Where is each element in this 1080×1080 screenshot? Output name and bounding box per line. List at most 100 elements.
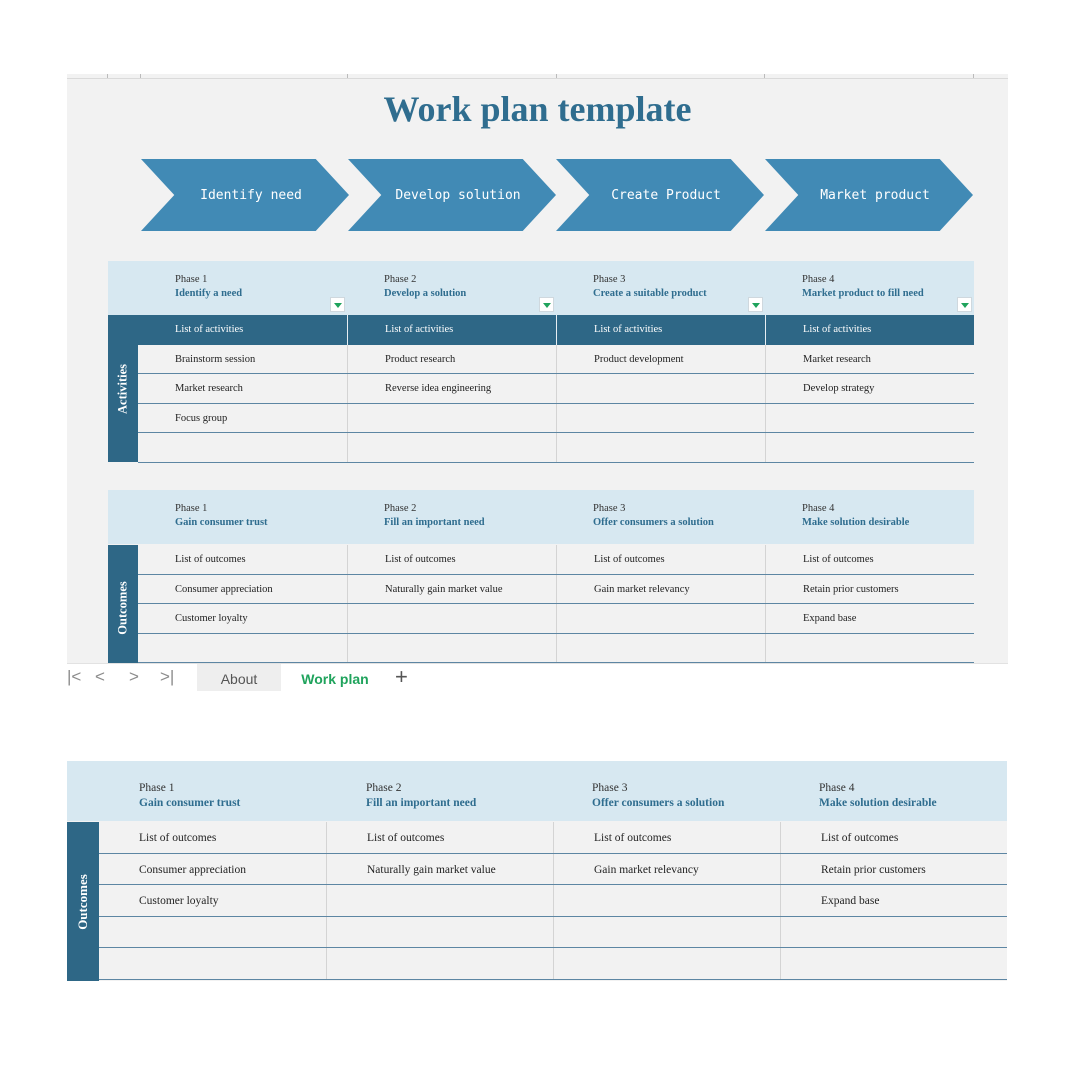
phase-number: Phase 3 (592, 782, 628, 794)
table-cell[interactable] (138, 433, 347, 462)
phase-header-3: Phase 3 Offer consumers a solution (592, 761, 782, 821)
table-cell[interactable]: Customer loyalty (139, 895, 219, 908)
table-cell[interactable] (326, 885, 553, 916)
table-cell[interactable] (347, 433, 556, 462)
activities-table: Phase 1 Identify a need Phase 2 Develop … (108, 261, 974, 463)
table-cell[interactable]: Develop strategy (765, 374, 974, 403)
table-cell[interactable]: Market research (765, 344, 974, 373)
table-row: List of outcomes List of outcomes List o… (99, 822, 1007, 854)
table-cell[interactable] (556, 374, 765, 403)
first-sheet-icon[interactable]: |< (67, 667, 82, 686)
table-cell[interactable]: Brainstorm session (175, 353, 256, 365)
phase-header-4[interactable]: Phase 4 Market product to fill need (802, 261, 974, 315)
table-cell[interactable]: List of outcomes (780, 822, 1007, 853)
table-cell[interactable] (347, 604, 556, 633)
phase-header-1[interactable]: Phase 1 Identify a need (175, 261, 347, 315)
table-cell[interactable]: Market research (175, 383, 243, 394)
table-cell[interactable] (347, 403, 556, 432)
filter-dropdown-icon[interactable] (539, 297, 554, 312)
table-cell[interactable]: Product development (556, 344, 765, 373)
tab-work-plan[interactable]: Work plan (281, 664, 389, 691)
filter-dropdown-icon[interactable] (330, 297, 345, 312)
activities-header: Phase 1 Identify a need Phase 2 Develop … (108, 261, 974, 315)
table-cell[interactable]: Customer loyalty (175, 613, 248, 624)
table-cell[interactable]: Consumer appreciation (175, 583, 273, 595)
phase-number: Phase 3 (593, 503, 626, 514)
last-sheet-icon[interactable]: >| (160, 667, 175, 686)
table-cell[interactable]: Consumer appreciation (139, 863, 246, 876)
filter-dropdown-icon[interactable] (957, 297, 972, 312)
phase-header-2: Phase 2 Fill an important need (366, 761, 556, 821)
table-cell[interactable]: Retain prior customers (780, 853, 1007, 885)
table-cell[interactable]: List of activities (175, 324, 244, 335)
table-row: Consumer appreciation Naturally gain mar… (138, 574, 974, 604)
table-cell[interactable] (556, 433, 765, 462)
phase-header-4: Phase 4 Make solution desirable (819, 761, 1007, 821)
side-label-text: Outcomes (115, 580, 130, 635)
phase-header-2[interactable]: Phase 2 Develop a solution (384, 261, 556, 315)
table-cell[interactable]: Gain market relevancy (556, 574, 765, 603)
table-cell[interactable] (138, 634, 347, 663)
phase-number: Phase 4 (802, 503, 835, 514)
step-arrow-1: Identify need (141, 159, 349, 231)
table-row (99, 948, 1007, 980)
phase-header-1: Phase 1 Gain consumer trust (175, 490, 347, 544)
next-sheet-icon[interactable]: > (129, 667, 139, 686)
table-cell[interactable] (347, 633, 556, 662)
activities-side-label: Activities (108, 315, 138, 462)
table-cell[interactable]: List of outcomes (556, 545, 765, 574)
table-cell[interactable]: Reverse idea engineering (347, 374, 556, 403)
table-cell[interactable] (326, 948, 553, 979)
add-sheet-icon[interactable]: + (395, 664, 408, 689)
tab-about[interactable]: About (197, 664, 281, 691)
table-cell[interactable]: Retain prior customers (765, 574, 974, 603)
table-cell[interactable]: List of outcomes (326, 822, 553, 853)
table-cell[interactable]: Product research (347, 344, 556, 373)
table-cell[interactable]: List of activities (765, 315, 974, 345)
table-cell[interactable]: List of activities (347, 315, 556, 345)
table-cell[interactable] (553, 885, 780, 916)
table-cell[interactable]: Naturally gain market value (347, 574, 556, 603)
table-cell[interactable]: List of outcomes (347, 545, 556, 574)
side-label-text: Activities (115, 363, 130, 414)
phase-number: Phase 2 (384, 503, 417, 514)
table-cell[interactable] (780, 916, 1007, 948)
table-cell[interactable] (765, 433, 974, 462)
table-row: Customer loyalty Expand base (138, 604, 974, 634)
prev-sheet-icon[interactable]: < (95, 667, 105, 686)
table-row: Market research Reverse idea engineering… (138, 374, 974, 404)
table-cell[interactable]: Focus group (175, 412, 228, 424)
step-arrow-3: Create Product (556, 159, 764, 231)
table-cell[interactable] (326, 916, 553, 948)
table-cell[interactable] (556, 604, 765, 633)
table-cell[interactable] (765, 403, 974, 432)
table-cell[interactable]: Expand base (780, 885, 1007, 916)
table-cell[interactable] (553, 916, 780, 948)
table-cell[interactable]: List of outcomes (553, 822, 780, 853)
table-cell[interactable]: List of outcomes (765, 545, 974, 574)
phase-number: Phase 1 (175, 274, 208, 285)
table-row: Consumer appreciation Naturally gain mar… (99, 853, 1007, 886)
table-cell[interactable]: Naturally gain market value (326, 853, 553, 885)
table-cell[interactable] (780, 948, 1007, 979)
table-cell[interactable]: List of outcomes (175, 554, 246, 565)
table-cell[interactable] (553, 948, 780, 979)
table-cell[interactable]: List of outcomes (139, 832, 217, 844)
phase-title: Offer consumers a solution (592, 797, 725, 809)
table-cell[interactable] (556, 403, 765, 432)
filter-dropdown-icon[interactable] (748, 297, 763, 312)
table-cell[interactable]: List of activities (556, 315, 765, 345)
phase-title: Develop a solution (384, 288, 467, 299)
phase-title: Make solution desirable (819, 797, 937, 809)
table-cell[interactable]: Expand base (765, 604, 974, 633)
outcomes-header: Phase 1 Gain consumer trust Phase 2 Fill… (67, 761, 1007, 821)
table-cell[interactable]: Gain market relevancy (553, 853, 780, 885)
table-row: List of outcomes List of outcomes List o… (138, 545, 974, 575)
table-cell[interactable] (99, 948, 326, 979)
table-cell[interactable] (765, 633, 974, 662)
phase-header-4: Phase 4 Make solution desirable (802, 490, 974, 544)
table-row (99, 916, 1007, 949)
phase-header-3[interactable]: Phase 3 Create a suitable product (593, 261, 765, 315)
table-cell[interactable] (99, 917, 326, 948)
table-cell[interactable] (556, 633, 765, 662)
